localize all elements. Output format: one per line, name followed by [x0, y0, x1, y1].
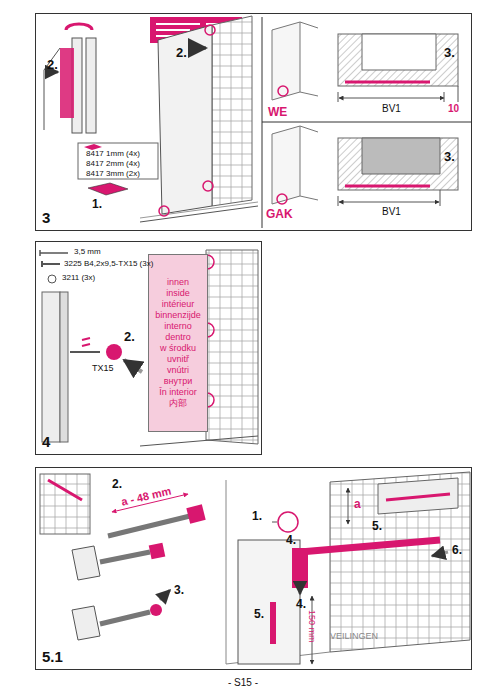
- step-number: 4: [42, 433, 50, 450]
- inside-label: uvnitř: [167, 354, 189, 365]
- cap-part: 3211 (3x): [62, 274, 95, 283]
- callout-number: 2.: [176, 46, 187, 60]
- callout-number: 2.: [47, 58, 58, 72]
- dimension: BV1: [382, 206, 401, 217]
- inside-label: binnenzijde: [155, 310, 201, 321]
- step-number: 3: [42, 209, 50, 226]
- part-number: 8417 2mm (4x): [86, 160, 140, 169]
- callout-number: 3.: [444, 46, 455, 60]
- inside-label: interno: [164, 321, 192, 332]
- inside-label: 内部: [169, 398, 187, 409]
- variant-label: WE: [268, 106, 287, 119]
- callout-number: 2.: [112, 478, 122, 491]
- inside-label: innen: [167, 277, 189, 288]
- callout-number: 1.: [252, 510, 262, 523]
- part-number: 8417 1mm (4x): [86, 150, 140, 159]
- inside-label: dentro: [165, 332, 191, 343]
- inside-label: intérieur: [162, 299, 195, 310]
- dimension: a: [354, 498, 361, 511]
- callout-number: 4.: [296, 598, 306, 611]
- callout-number: 4.: [286, 534, 296, 547]
- step3-art: [44, 16, 471, 228]
- dimension: 10: [448, 103, 459, 114]
- part-number: 8417 3mm (2x): [86, 170, 140, 179]
- inside-label: vnútri: [167, 365, 189, 376]
- step5-art: [40, 472, 470, 664]
- step-panel: 5.1: [35, 467, 472, 670]
- page-number: - S15 -: [228, 677, 258, 688]
- dimension: a - 48 mm: [120, 485, 172, 508]
- drill-size: 3,5 mm: [74, 248, 101, 257]
- inside-label: inside: [166, 288, 190, 299]
- inside-label: внутри: [164, 376, 192, 387]
- inside-label: w środku: [160, 343, 196, 354]
- callout-number: 3.: [444, 150, 455, 164]
- callout-number: 5.: [372, 520, 382, 533]
- screw-part: 3225 B4,2x9,5-TX15 (3x): [64, 260, 153, 269]
- dimension: BV1: [382, 103, 401, 114]
- dimension: 150 mm: [306, 610, 316, 643]
- watermark: VEILINGEN: [330, 632, 378, 642]
- tool-label: TX15: [92, 364, 114, 374]
- inside-label: În interior: [159, 387, 197, 398]
- callout-number: 2.: [124, 330, 135, 344]
- callout-number: 1.: [92, 198, 102, 211]
- callout-number: 3.: [174, 584, 184, 597]
- step-number: 5.1: [42, 648, 63, 665]
- callout-number: 5.: [254, 608, 264, 621]
- step4-art: [40, 250, 258, 446]
- callout-number: 6.: [452, 544, 462, 557]
- glass-pane: inneninsideintérieurbinnenzijdeinternode…: [148, 254, 208, 432]
- variant-label: GAK: [266, 208, 293, 221]
